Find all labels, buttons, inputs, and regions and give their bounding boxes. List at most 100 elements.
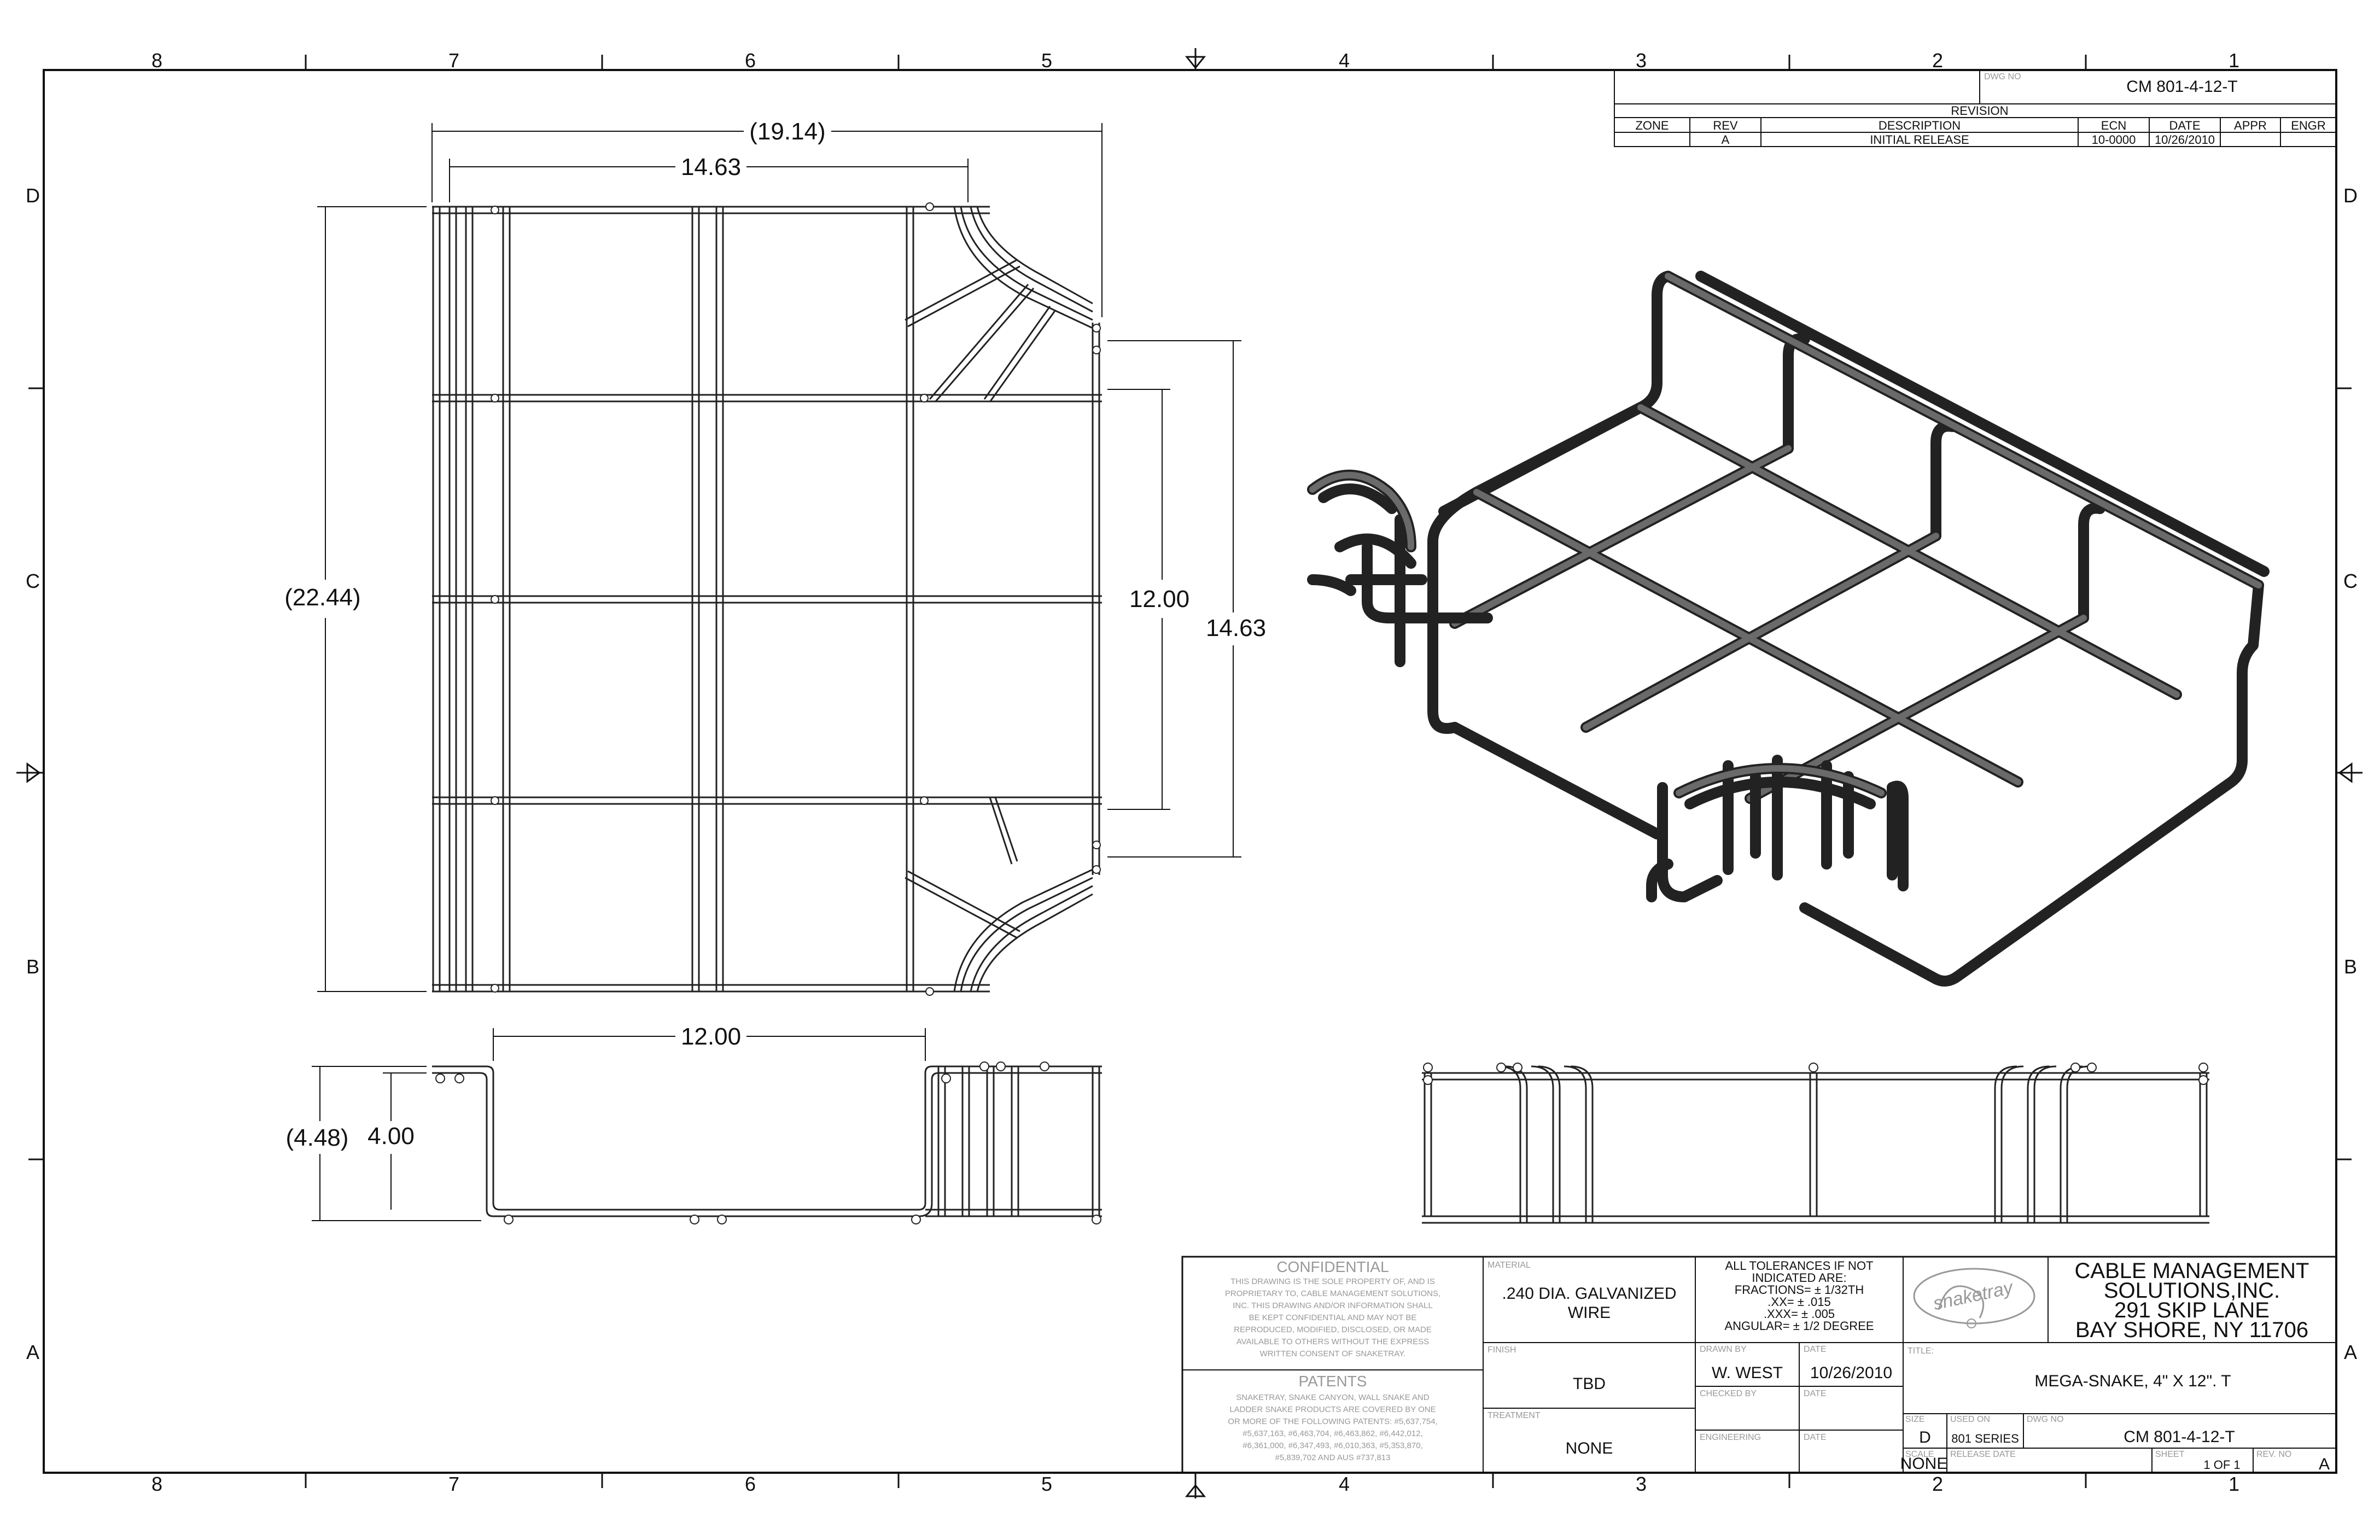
dim-side-width: 12.00 (681, 1023, 741, 1050)
zone-col-2: 2 (1932, 49, 1943, 72)
dwg-no-label-2: DWG NO (2027, 1415, 2064, 1424)
zone-col-2: 2 (1932, 1473, 1943, 1495)
zone-row-b: B (2344, 955, 2357, 978)
confidential-line-4: BE KEPT CONFIDENTIAL AND MAY NOT BE (1249, 1313, 1417, 1322)
engineering-label: ENGINEERING (1700, 1433, 1761, 1442)
rev-col-rev: REV (1713, 119, 1738, 132)
checked-by-label: CHECKED BY (1700, 1389, 1757, 1398)
zone-labels-bottom: 8 7 6 5 4 3 2 1 (151, 1473, 2239, 1495)
company-line-4: BAY SHORE, NY 11706 (2075, 1318, 2308, 1342)
dwg-no-label: DWG NO (1984, 72, 2021, 81)
drawn-date-label: DATE (1804, 1345, 1826, 1354)
zone-labels-side: D C B A D C B A (26, 184, 2358, 1363)
isometric-view (1307, 271, 2270, 987)
patents-line-4: #5,637,163, #6,463,704, #6,463,862, #6,4… (1242, 1429, 1422, 1438)
zone-col-5: 5 (1041, 49, 1052, 72)
zone-ticks (28, 55, 2352, 1488)
title-label: TITLE: (1908, 1346, 1934, 1356)
zone-col-8: 8 (151, 49, 162, 72)
tolerance-line-2: INDICATED ARE: (1752, 1271, 1846, 1285)
rev-no-value: A (2319, 1455, 2330, 1473)
zone-col-4: 4 (1339, 1473, 1350, 1495)
dim-right-inner: 12.00 (1129, 586, 1189, 612)
scale-label: SCALE (1905, 1450, 1934, 1459)
scale-value: NONE (1900, 1455, 1948, 1473)
rev-no-label: REV. NO (2256, 1450, 2291, 1459)
zone-col-1: 1 (2229, 49, 2239, 72)
logo-text: snaketray (1932, 1277, 2016, 1314)
zone-col-6: 6 (745, 1473, 756, 1495)
zone-row-b: B (26, 955, 39, 978)
side-view-right (1422, 1063, 2209, 1224)
drawing-number: CM 801-4-12-T (2126, 78, 2237, 96)
patents-title: PATENTS (1299, 1373, 1367, 1390)
zone-col-5: 5 (1041, 1473, 1052, 1495)
tolerance-line-1: ALL TOLERANCES IF NOT (1725, 1259, 1873, 1273)
confidential-title: CONFIDENTIAL (1276, 1258, 1389, 1275)
zone-col-7: 7 (448, 1473, 459, 1495)
dim-right-outer: 14.63 (1206, 615, 1266, 641)
dim-side-overall-height: (4.48) (286, 1124, 349, 1151)
rev-row-ecn: 10-0000 (2092, 133, 2136, 147)
top-view: (19.14) 14.63 (22.44) 12.00 14.63 (284, 118, 1266, 996)
tolerance-line-4: .XX= ± .015 (1768, 1295, 1830, 1309)
zone-col-3: 3 (1636, 1473, 1647, 1495)
tolerance-line-5: .XXX= ± .005 (1764, 1307, 1835, 1321)
confidential-line-5: REPRODUCED, MODIFIED, DISCLOSED, OR MADE (1234, 1325, 1432, 1334)
zone-row-a: A (26, 1341, 39, 1363)
drawn-by-value: W. WEST (1712, 1364, 1783, 1382)
zone-row-a: A (2344, 1341, 2357, 1363)
drawn-date-value: 10/26/2010 (1810, 1364, 1892, 1382)
tolerance-line-6: ANGULAR= ± 1/2 DEGREE (1724, 1319, 1874, 1333)
confidential-line-1: THIS DRAWING IS THE SOLE PROPERTY OF, AN… (1230, 1277, 1435, 1286)
dim-side-height: 4.00 (368, 1123, 415, 1150)
rev-col-date: DATE (2169, 119, 2200, 132)
rev-col-appr: APPR (2234, 119, 2267, 132)
rev-row-description: INITIAL RELEASE (1870, 133, 1969, 147)
treatment-label: TREATMENT (1488, 1411, 1541, 1420)
snaketray-logo: snaketray (1913, 1268, 2035, 1328)
patents-line-2: LADDER SNAKE PRODUCTS ARE COVERED BY ONE (1229, 1405, 1436, 1414)
zone-labels-top: 8 7 6 5 4 3 2 1 (151, 49, 2239, 72)
side-view-left: 12.00 (4.48) 4.00 (286, 1023, 1102, 1224)
zone-row-c: C (2343, 570, 2358, 592)
drawn-by-label: DRAWN BY (1700, 1345, 1747, 1354)
revision-header: REVISION (1951, 104, 2008, 118)
confidential-line-6: AVAILABLE TO OTHERS WITHOUT THE EXPRESS (1236, 1337, 1430, 1346)
company-line-1: CABLE MANAGEMENT (2075, 1259, 2309, 1283)
material-line-2: WIRE (1568, 1304, 1611, 1322)
rev-col-ecn: ECN (2101, 119, 2126, 132)
finish-label: FINISH (1488, 1345, 1516, 1355)
revision-block: DWG NO CM 801-4-12-T REVISION ZONE REV D… (1614, 69, 2337, 147)
company-line-2: SOLUTIONS,INC. (2104, 1279, 2280, 1303)
zone-row-d: D (2343, 184, 2358, 207)
zone-row-c: C (26, 570, 40, 592)
center-markers (16, 48, 2362, 1498)
rev-row-rev: A (1722, 133, 1730, 147)
drawing-number-2: CM 801-4-12-T (2124, 1428, 2235, 1446)
company-line-3: 291 SKIP LANE (2114, 1298, 2270, 1322)
sheet-label: SHEET (2155, 1450, 2185, 1459)
rev-col-zone: ZONE (1635, 119, 1669, 132)
title-block: CONFIDENTIAL THIS DRAWING IS THE SOLE PR… (1181, 1256, 2337, 1474)
patents-line-1: SNAKETRAY, SNAKE CANYON, WALL SNAKE AND (1236, 1393, 1430, 1402)
patents-line-5: #6,361,000, #6,347,493, #6,010,363, #5,3… (1242, 1441, 1422, 1450)
zone-col-4: 4 (1339, 49, 1350, 72)
dim-top-overall: (19.14) (749, 118, 825, 145)
material-label: MATERIAL (1488, 1261, 1531, 1270)
tolerance-line-3: FRACTIONS= ± 1/32TH (1735, 1283, 1864, 1297)
drawing-title: MEGA-SNAKE, 4" X 12". T (2034, 1372, 2231, 1390)
confidential-line-7: WRITTEN CONSENT OF SNAKETRAY. (1260, 1349, 1406, 1358)
zone-col-6: 6 (745, 49, 756, 72)
dim-top-inner: 14.63 (681, 154, 741, 180)
size-value: D (1919, 1428, 1931, 1446)
dim-left-overall: (22.44) (284, 584, 360, 611)
patents-line-3: OR MORE OF THE FOLLOWING PATENTS: #5,637… (1228, 1417, 1437, 1426)
rev-col-engr: ENGR (2291, 119, 2326, 132)
used-on-label: USED ON (1950, 1415, 1990, 1424)
zone-row-d: D (26, 184, 40, 207)
sheet-value: 1 OF 1 (2203, 1458, 2240, 1472)
size-label: SIZE (1905, 1415, 1925, 1424)
zone-col-3: 3 (1636, 49, 1647, 72)
